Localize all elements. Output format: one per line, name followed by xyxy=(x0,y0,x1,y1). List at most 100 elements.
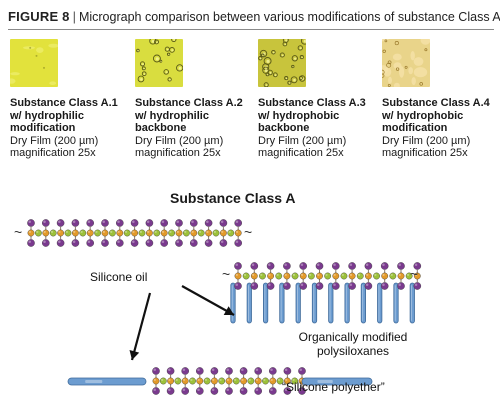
modified-chain-bead-backbone xyxy=(340,272,348,280)
modified-chain-bead-backbone xyxy=(234,272,242,280)
micrograph-crater-center xyxy=(294,57,297,60)
modified-chain-bead-top xyxy=(234,262,242,270)
sample-a1-title-line3: modification xyxy=(10,122,76,134)
silicone-oil-chain-bead-backbone xyxy=(197,229,205,237)
modified-chain-bead-bottom xyxy=(250,282,259,290)
silicone-oil-chain-bead-bottom-shine xyxy=(117,240,120,244)
sample-a3-film: Dry Film (200 µm) xyxy=(258,134,347,147)
polyether-chain-bead-bottom-shine xyxy=(168,388,171,391)
micrograph-crater-center xyxy=(166,48,169,51)
micrograph-crater-center xyxy=(156,41,158,44)
polyether-chain-bead-top-shine xyxy=(168,368,171,371)
modified-chain-bead-backbone-shine xyxy=(398,273,401,276)
polyether-chain-bead-top xyxy=(225,367,233,375)
side-group-rod xyxy=(377,282,383,324)
modified-chain-bead-backbone-shine xyxy=(300,273,304,276)
modified-chain-bead-bottom-shine xyxy=(316,283,320,286)
polyether-chain-bead-backbone-shine xyxy=(175,378,178,381)
sample-a1: Substance Class A.1 w/ hydrophilic modif… xyxy=(10,39,135,160)
side-group-rod-shine xyxy=(394,285,396,321)
micrograph-crater-center xyxy=(285,77,288,80)
polyether-chain-bead-backbone-shine xyxy=(190,378,193,381)
micrograph-blob xyxy=(392,53,402,61)
micrograph-crater-center xyxy=(293,78,296,82)
polyether-chain-bead-backbone xyxy=(181,377,189,385)
micrograph-crater xyxy=(164,46,170,52)
silicone-oil-chain-bead-backbone xyxy=(94,229,102,237)
modified-chain-bead-backbone xyxy=(397,272,405,280)
silicone-oil-chain-bead-bottom xyxy=(189,239,198,247)
modified-chain-bead-backbone xyxy=(405,272,413,280)
modified-chain-bead-bottom-shine xyxy=(235,283,239,286)
micrograph-speck xyxy=(43,66,45,69)
polyether-chain-bead-backbone xyxy=(240,377,248,385)
silicone-oil-chain-bead-bottom xyxy=(42,239,50,247)
micrograph-crater-center xyxy=(299,47,302,50)
modified-chain-bead-backbone xyxy=(324,272,332,280)
modified-chain-bead-backbone xyxy=(242,272,250,280)
silicone-oil-chain-bead-backbone xyxy=(160,229,168,237)
polyether-chain-bead-top xyxy=(195,367,204,375)
micrograph-crater-center xyxy=(178,66,182,70)
silicone-oil-chain-bead-backbone xyxy=(64,229,72,237)
modified-chain-bead-top-shine xyxy=(382,263,385,266)
micrograph-crater xyxy=(279,52,285,58)
polyether-chain-bead-backbone-shine xyxy=(219,378,222,381)
silicone-oil-chain-bead-bottom xyxy=(234,239,242,247)
silicone-oil-chain-bead-backbone-shine xyxy=(80,230,83,234)
modified-chain-bead-top-shine xyxy=(333,263,336,266)
side-group-rod-shine xyxy=(411,285,413,321)
silicone-oil-chain-bead-backbone xyxy=(42,229,50,237)
modified-chain-bead-bottom-shine xyxy=(284,283,287,286)
polyether-chain-bead-top-shine xyxy=(255,368,259,371)
side-group-rod xyxy=(262,282,269,324)
silicone-oil-chain-bead-backbone-shine xyxy=(36,230,39,234)
silicone-oil-chain-bead-top-shine xyxy=(146,220,150,224)
modified-chain-bead-backbone xyxy=(316,272,323,280)
silicone-oil-chain-bead-backbone xyxy=(86,229,94,237)
silicone-oil-chain-bead-bottom-shine xyxy=(43,240,46,244)
silicone-oil-chain-bead-bottom xyxy=(204,239,213,247)
micrograph-crater xyxy=(136,48,140,53)
polyether-chain-bead-backbone-shine xyxy=(263,378,266,381)
side-group-rod xyxy=(230,282,236,324)
silicone-oil-chain-bead-bottom xyxy=(116,239,124,247)
sample-a2-title-line3: backbone xyxy=(135,122,187,134)
polyether-chain-bead-bottom xyxy=(254,387,263,395)
modified-chain-bead-backbone xyxy=(299,272,307,280)
side-group-rod-shine xyxy=(248,285,250,321)
micrograph-crater-center xyxy=(262,55,264,57)
silicone-oil-chain-bead-bottom-shine xyxy=(87,240,91,244)
sample-a4-title-line1: Substance Class A.4 xyxy=(382,97,490,109)
silicone-oil-chain-bead-top xyxy=(27,219,35,227)
silicone-oil-label: Silicone oil xyxy=(90,270,148,284)
polyether-chain-bead-top-shine xyxy=(270,368,273,371)
figure-header: FIGURE 8|Micrograph comparison between v… xyxy=(8,9,500,25)
polyether-chain-bead-bottom xyxy=(181,387,189,395)
modified-label-line2: polysiloxanes xyxy=(316,344,390,358)
modified-chain-bead-top-shine xyxy=(284,263,287,266)
micrograph-crater xyxy=(166,52,171,56)
micrograph-crater-center xyxy=(259,57,262,60)
modified-chain-bead-bottom xyxy=(397,282,405,290)
side-group-rod xyxy=(295,282,301,324)
polyether-chain-bead-bottom xyxy=(152,387,160,395)
silicone-oil-chain-bead-backbone-shine xyxy=(65,230,68,234)
micrograph-a3 xyxy=(258,39,306,87)
micrograph-crater xyxy=(258,56,263,61)
silicone-oil-chain-bead-backbone-shine xyxy=(102,230,105,234)
silicone-oil-chain-bead-bottom-shine xyxy=(191,240,194,244)
chain1-right-tilde: ~ xyxy=(244,224,253,240)
side-group-rod xyxy=(328,282,334,324)
micrograph-crater-center xyxy=(165,71,168,74)
silicone-oil-chain-bead-backbone xyxy=(168,229,176,237)
silicone-oil-chain-bead-backbone xyxy=(35,229,42,237)
modified-chain-bead-backbone-shine xyxy=(349,273,353,276)
polyether-chain-bead-top-shine xyxy=(241,368,244,371)
modified-chain-bead-top xyxy=(250,262,259,270)
sample-a4-title-line3: modification xyxy=(382,122,448,134)
sample-a3: Substance Class A.3 w/ hydrophobic backb… xyxy=(258,39,383,160)
modified-chain-bead-top xyxy=(299,262,308,270)
micrograph-crater xyxy=(167,77,172,82)
silicone-oil-chain-bead-backbone-shine xyxy=(43,230,46,234)
